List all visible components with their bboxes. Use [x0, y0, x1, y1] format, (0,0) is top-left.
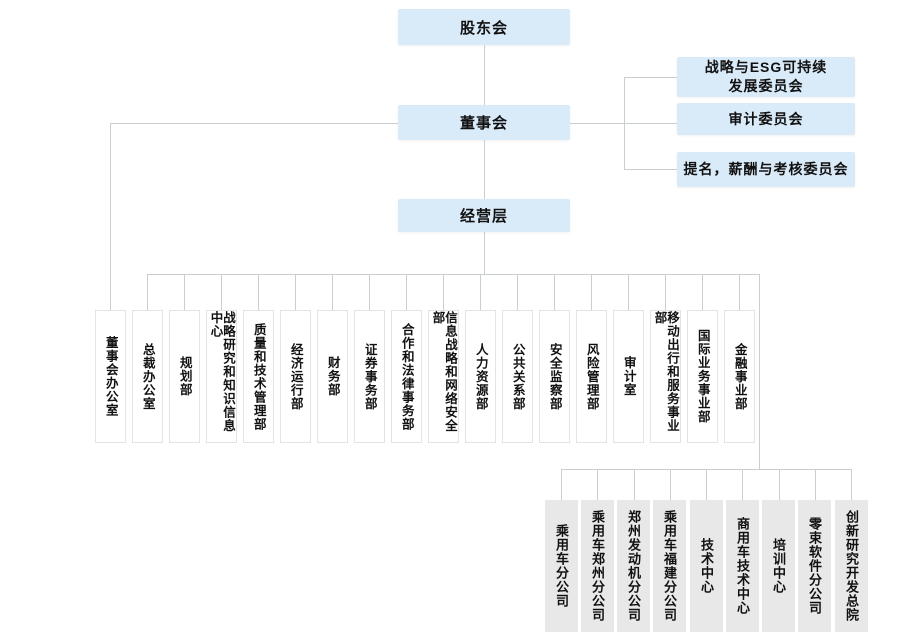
node-department[interactable]: 规划部	[169, 310, 200, 443]
node-department[interactable]: 风险管理部	[576, 310, 607, 443]
node-nomination-compensation-committee[interactable]: 提名，薪酬与考核委员会	[677, 152, 855, 187]
node-department[interactable]: 移动出行和服务事业部	[650, 310, 681, 443]
connector-line	[624, 77, 625, 169]
connector-line	[624, 169, 677, 170]
committee-label-line: 战略与ESG可持续	[704, 59, 828, 76]
committee-label-line: 发展委员会	[728, 78, 804, 94]
connector-line	[591, 274, 592, 310]
node-subsidiary[interactable]: 零束软件分公司	[798, 500, 831, 632]
committee-label-line: 提名，薪酬与考核委员会	[683, 161, 849, 178]
node-department[interactable]: 人力资源部	[465, 310, 496, 443]
node-subsidiary[interactable]: 培训中心	[762, 500, 795, 632]
node-department[interactable]: 金融事业部	[724, 310, 755, 443]
connector-line	[851, 469, 852, 500]
node-department[interactable]: 财务部	[317, 310, 348, 443]
connector-line	[184, 274, 185, 310]
connector-line	[554, 274, 555, 310]
connector-line	[759, 274, 760, 469]
connector-line	[484, 140, 485, 199]
node-subsidiary[interactable]: 乘用车福建分公司	[653, 500, 686, 632]
node-audit-committee[interactable]: 审计委员会	[677, 103, 855, 135]
connector-line	[670, 469, 671, 500]
node-department[interactable]: 经济运行部	[280, 310, 311, 443]
connector-line	[561, 469, 562, 500]
connector-line	[702, 274, 703, 310]
node-subsidiary[interactable]: 乘用车郑州分公司	[581, 500, 614, 632]
connector-line	[665, 274, 666, 310]
connector-line	[295, 274, 296, 310]
connector-line	[742, 469, 743, 500]
connector-line	[815, 469, 816, 500]
node-subsidiary[interactable]: 商用车技术中心	[726, 500, 759, 632]
connector-line	[147, 274, 759, 275]
connector-line	[628, 274, 629, 310]
connector-line	[570, 123, 677, 124]
connector-line	[484, 232, 485, 274]
connector-line	[110, 123, 398, 124]
connector-line	[480, 274, 481, 310]
connector-line	[706, 469, 707, 500]
node-department[interactable]: 总裁办公室	[132, 310, 163, 443]
connector-line	[779, 469, 780, 500]
connector-line	[147, 274, 148, 310]
node-subsidiary[interactable]: 创新研究开发总院	[835, 500, 868, 632]
node-department[interactable]: 质量和技术管理部	[243, 310, 274, 443]
node-shareholders-meeting[interactable]: 股东会	[398, 9, 570, 45]
node-board-of-directors[interactable]: 董事会	[398, 105, 570, 140]
connector-line	[624, 77, 677, 78]
connector-line	[443, 274, 444, 310]
node-department[interactable]: 安全监察部	[539, 310, 570, 443]
committee-label-line: 审计委员会	[728, 110, 804, 127]
connector-line	[332, 274, 333, 310]
connector-line	[517, 274, 518, 310]
connector-line	[406, 274, 407, 310]
connector-line	[369, 274, 370, 310]
node-department[interactable]: 公共关系部	[502, 310, 533, 443]
node-subsidiary[interactable]: 乘用车分公司	[545, 500, 578, 632]
node-department[interactable]: 董事会办公室	[95, 310, 126, 443]
connector-line	[484, 45, 485, 105]
node-strategy-esg-committee[interactable]: 战略与ESG可持续 发展委员会	[677, 57, 855, 97]
connector-line	[221, 274, 222, 310]
node-department[interactable]: 信息战略和网络安全部	[428, 310, 459, 443]
node-department[interactable]: 审计室	[613, 310, 644, 443]
node-department[interactable]: 国际业务事业部	[687, 310, 718, 443]
node-department[interactable]: 战略研究和知识信息中心	[206, 310, 237, 443]
connector-line	[634, 469, 635, 500]
node-subsidiary[interactable]: 技术中心	[690, 500, 723, 632]
node-subsidiary[interactable]: 郑州发动机分公司	[617, 500, 650, 632]
connector-line	[739, 274, 740, 310]
connector-line	[597, 469, 598, 500]
node-management-layer[interactable]: 经营层	[398, 199, 570, 232]
connector-line	[110, 123, 111, 310]
node-department[interactable]: 合作和法律事务部	[391, 310, 422, 443]
node-department[interactable]: 证券事务部	[354, 310, 385, 443]
connector-line	[258, 274, 259, 310]
